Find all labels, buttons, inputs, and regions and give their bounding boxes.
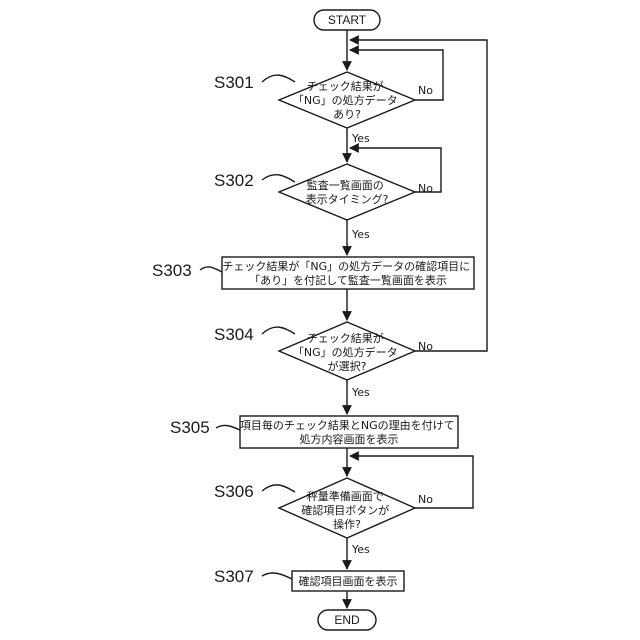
s302-no-label: No (418, 182, 433, 195)
leader-s303 (200, 267, 222, 272)
step-label-s303: S303 (152, 261, 192, 280)
step-label-s304: S304 (214, 325, 254, 344)
decision-s304: チェック結果が 「NG」の処方データ が選択? (279, 322, 415, 380)
s306-text: 秤量準備画面で 確認項目ボタンが 操作? (301, 489, 393, 531)
s301-no-label: No (418, 84, 433, 97)
leader-s304 (262, 327, 295, 334)
decision-s302: 監査一覧画面の 表示タイミング? (279, 164, 415, 220)
process-s303: チェック結果が「NG」の処方データの確認項目に 「あり」を付記して監査一覧画面を… (222, 257, 474, 289)
step-label-s305: S305 (170, 418, 210, 437)
process-s305: 項目毎のチェック結果とNGの理由を付けて 処方内容画面を表示 (240, 416, 458, 448)
leader-s307 (262, 573, 292, 579)
s301-text: チェック結果が 「NG」の処方データ あり? (293, 79, 401, 121)
s304-no-label: No (418, 340, 433, 353)
s304-yes-label: Yes (351, 386, 370, 399)
end-terminal: END (318, 610, 376, 630)
leader-s306 (262, 485, 295, 492)
end-label: END (334, 613, 360, 627)
s306-no-label: No (418, 493, 433, 506)
s304-text: チェック結果が 「NG」の処方データ が選択? (293, 331, 401, 373)
s306-yes-label: Yes (351, 543, 370, 556)
step-label-s302: S302 (214, 171, 254, 190)
leader-s301 (262, 75, 295, 82)
s307-text: 確認項目画面を表示 (299, 574, 398, 588)
start-terminal: START (314, 10, 380, 30)
step-label-s301: S301 (214, 73, 254, 92)
decision-s301: チェック結果が 「NG」の処方データ あり? (279, 72, 415, 128)
step-label-s306: S306 (214, 482, 254, 501)
leader-s305 (216, 425, 240, 430)
start-label: START (328, 13, 367, 27)
decision-s306: 秤量準備画面で 確認項目ボタンが 操作? (279, 478, 415, 538)
s302-yes-label: Yes (351, 228, 370, 241)
step-label-s307: S307 (214, 567, 254, 586)
s301-yes-label: Yes (351, 132, 370, 145)
process-s307: 確認項目画面を表示 (292, 571, 404, 591)
leader-s302 (262, 175, 295, 182)
